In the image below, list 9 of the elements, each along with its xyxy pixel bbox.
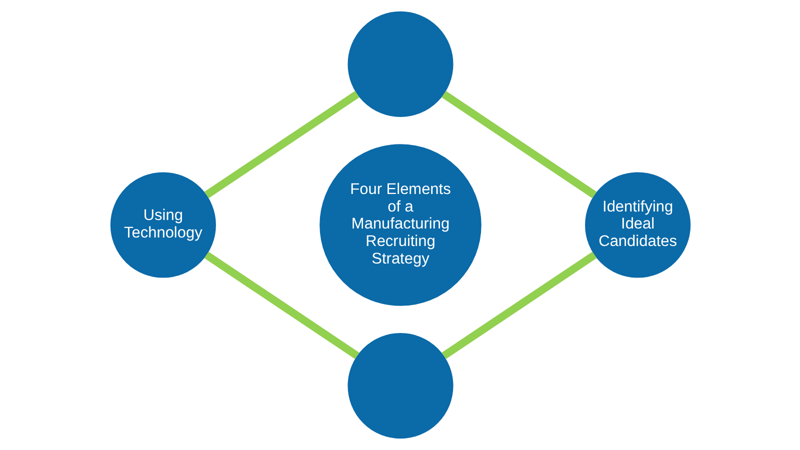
connector xyxy=(441,252,596,360)
node-circle xyxy=(347,11,453,117)
node-circle xyxy=(347,333,453,439)
node-circle: Identifying Ideal Candidates xyxy=(584,172,690,278)
node-circle: Four Elements of a Manufacturing Recruiting Strategy xyxy=(319,144,481,306)
node-circle: Using Technology xyxy=(110,172,216,278)
connector xyxy=(441,90,596,198)
connector xyxy=(204,252,359,360)
connector xyxy=(204,90,359,198)
